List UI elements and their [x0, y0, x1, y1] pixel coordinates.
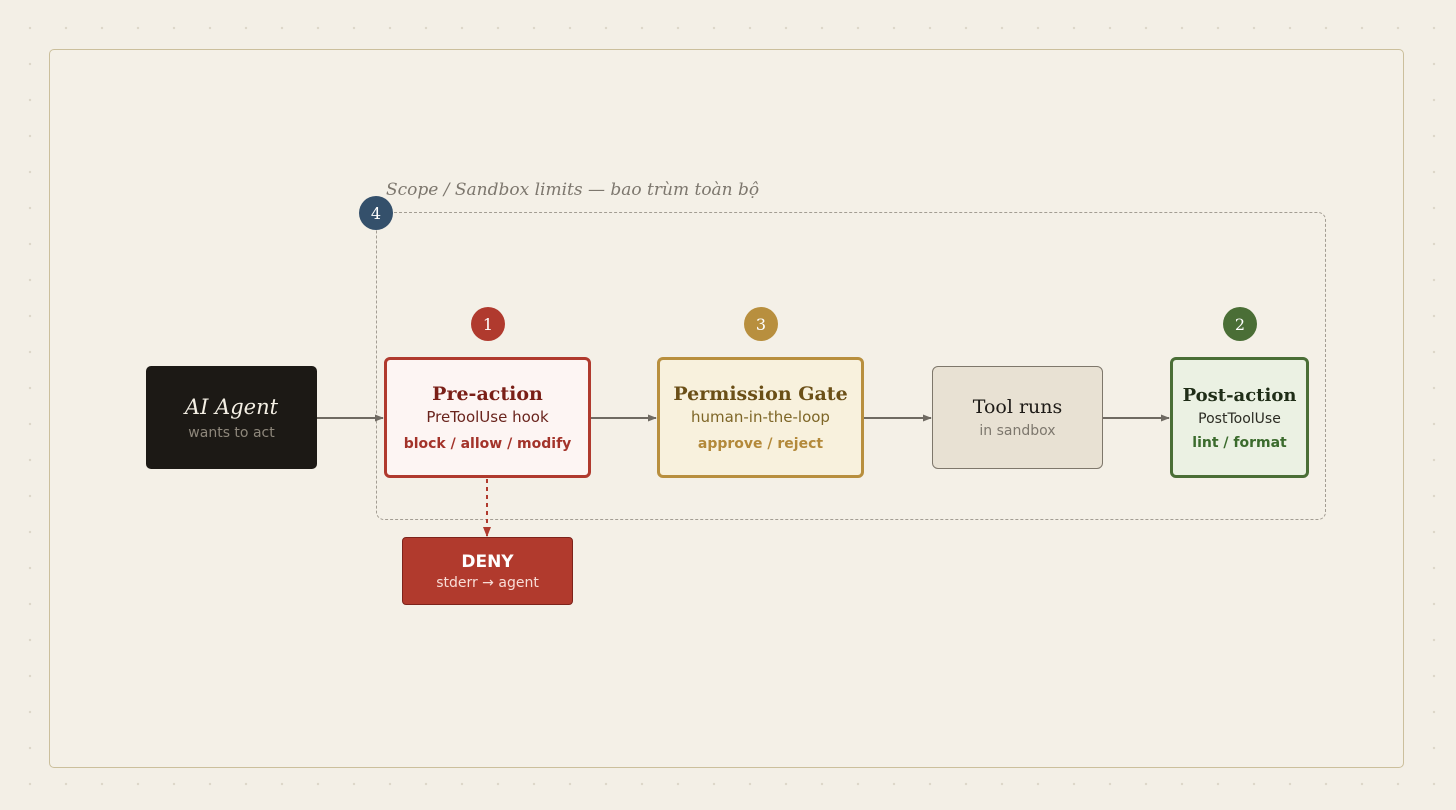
pre-action-subtitle: PreToolUse hook	[426, 408, 549, 426]
post-action-subtitle: PostToolUse	[1198, 410, 1281, 427]
scope-badge: 4	[359, 196, 393, 230]
post-action-detail: lint / format	[1192, 434, 1287, 451]
tool-runs-subtitle: in sandbox	[979, 423, 1056, 439]
post-action-badge: 2	[1223, 307, 1257, 341]
pre-action-title: Pre-action	[432, 383, 543, 405]
pre-action-badge: 1	[471, 307, 505, 341]
node-pre-action: Pre-action PreToolUse hook block / allow…	[384, 357, 591, 478]
tool-runs-title: Tool runs	[972, 396, 1063, 418]
ai-agent-subtitle: wants to act	[188, 424, 275, 441]
deny-subtitle: stderr → agent	[436, 574, 539, 591]
node-permission-gate: Permission Gate human-in-the-loop approv…	[657, 357, 864, 478]
node-ai-agent: AI Agent wants to act	[146, 366, 317, 469]
deny-title: DENY	[461, 551, 514, 572]
node-tool-runs: Tool runs in sandbox	[932, 366, 1103, 469]
permission-gate-title: Permission Gate	[673, 383, 848, 405]
permission-gate-subtitle: human-in-the-loop	[691, 408, 830, 426]
permission-gate-detail: approve / reject	[697, 436, 824, 452]
ai-agent-title: AI Agent	[184, 394, 279, 419]
scope-sandbox-boundary	[376, 212, 1326, 520]
node-post-action: Post-action PostToolUse lint / format	[1170, 357, 1309, 478]
pre-action-detail: block / allow / modify	[403, 436, 572, 452]
post-action-title: Post-action	[1182, 384, 1297, 406]
scope-label: Scope / Sandbox limits — bao trùm toàn b…	[386, 180, 760, 200]
permission-gate-badge: 3	[744, 307, 778, 341]
node-deny: DENY stderr → agent	[402, 537, 573, 605]
